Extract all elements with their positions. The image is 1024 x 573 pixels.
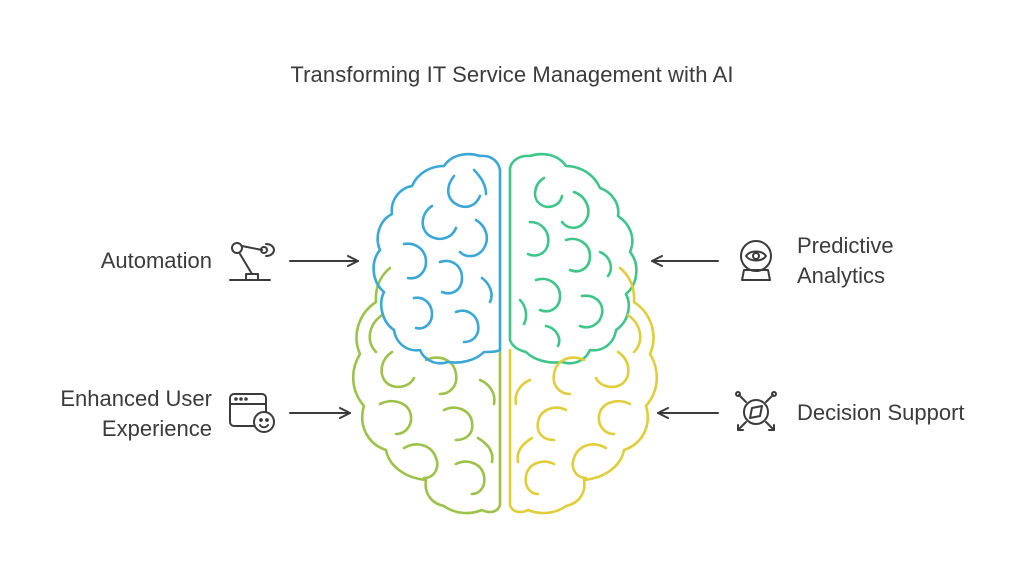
label-ux-line-1: Enhanced User — [60, 386, 212, 411]
browser-user-icon — [229, 393, 275, 433]
label-enhanced-user-experience: Enhanced User Experience — [20, 384, 212, 444]
robotic-arm-icon — [229, 242, 275, 281]
label-automation-line-1: Automation — [100, 248, 212, 273]
label-decision-line-1: Decision Support — [797, 400, 965, 425]
compass-arrows-icon — [735, 391, 777, 431]
label-automation: Automation — [40, 246, 212, 276]
label-ux-line-2: Experience — [101, 416, 212, 441]
brain-upper-right-lobe — [508, 152, 638, 365]
label-predictive-line-2: Analytics — [797, 263, 886, 288]
brain-lower-right-lobe — [508, 266, 659, 515]
label-decision-support: Decision Support — [797, 398, 1017, 428]
brain-lower-left-lobe — [351, 266, 502, 515]
diagram-title: Transforming IT Service Management with … — [290, 62, 734, 87]
crystal-ball-eye-icon — [740, 240, 772, 281]
label-predictive-line-1: Predictive — [797, 233, 894, 258]
brain-upper-left-lobe — [372, 152, 502, 365]
label-predictive-analytics: Predictive Analytics — [797, 231, 997, 291]
